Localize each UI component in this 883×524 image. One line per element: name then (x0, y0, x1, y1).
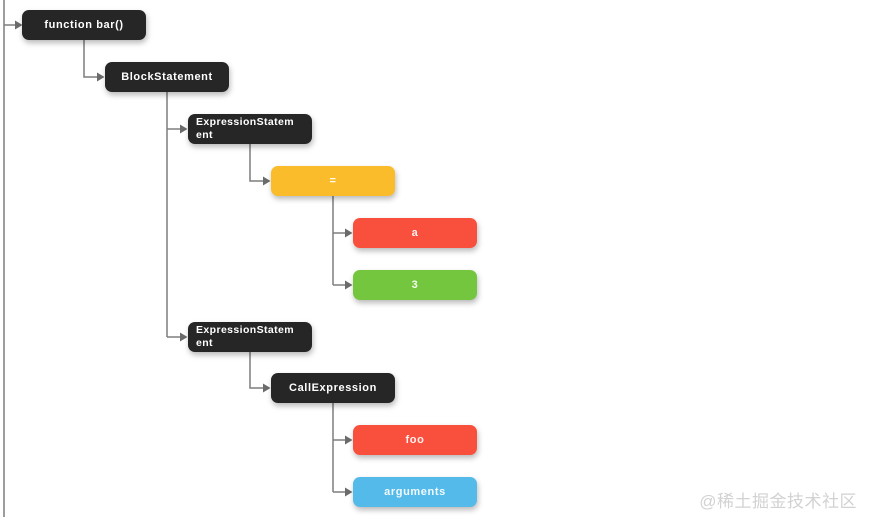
node-arguments[interactable]: arguments (353, 477, 477, 507)
node-label: 3 (411, 279, 419, 291)
node-label: CallExpression (289, 382, 377, 394)
watermark: @稀土掘金技术社区 (699, 492, 857, 511)
arrowhead-expressionstatement-1 (180, 124, 188, 134)
node-label: a (411, 227, 419, 239)
connector-expstmt1-assign (249, 144, 263, 182)
node-call-expression[interactable]: CallExpression (271, 373, 395, 403)
node-label: function bar() (44, 19, 124, 31)
connector-lines (3, 0, 345, 517)
arrowhead-expressionstatement-2 (180, 332, 188, 342)
node-label-line2: ent (196, 129, 213, 141)
node-label-line2: ent (196, 337, 213, 349)
node-label: arguments (384, 486, 446, 498)
node-label: = (329, 175, 337, 187)
node-literal-3[interactable]: 3 (353, 270, 477, 300)
arrowhead-literal-3 (345, 280, 353, 290)
node-label: BlockStatement (121, 71, 213, 83)
arrowhead-blockstatement (97, 72, 105, 82)
node-function-bar[interactable]: function bar() (22, 10, 146, 40)
node-expression-statement-2[interactable]: ExpressionStatem ent (188, 322, 312, 352)
node-label-line1: ExpressionStatem (196, 116, 295, 128)
arrowhead-identifier-foo (345, 435, 353, 445)
arrowhead-assign (263, 176, 271, 186)
connector-expstmt2-callexpression (249, 352, 263, 389)
node-expression-statement-1[interactable]: ExpressionStatem ent (188, 114, 312, 144)
arrowhead-function-bar (15, 20, 23, 30)
node-label: foo (405, 434, 425, 446)
node-assignment-operator[interactable]: = (271, 166, 395, 196)
node-identifier-foo[interactable]: foo (353, 425, 477, 455)
arrowhead-identifier-a (345, 228, 353, 238)
connector-functionbar-blockstatement (83, 40, 97, 78)
arrowhead-callexpression (263, 383, 271, 393)
arrowhead-arguments (345, 487, 353, 497)
node-label-line1: ExpressionStatem (196, 324, 295, 336)
node-block-statement[interactable]: BlockStatement (105, 62, 229, 92)
node-identifier-a[interactable]: a (353, 218, 477, 248)
connector-arrowheads (15, 20, 353, 497)
